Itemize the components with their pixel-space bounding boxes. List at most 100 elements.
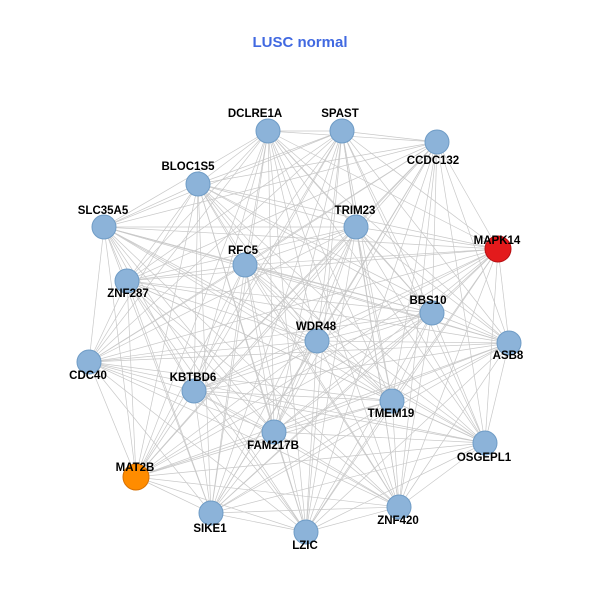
edge [135, 130, 269, 478]
edge [305, 442, 486, 533]
edge [210, 442, 486, 514]
edge [355, 226, 499, 250]
edges-layer [88, 130, 510, 533]
node-dclre1a [255, 118, 281, 144]
edge [398, 442, 486, 508]
edge [197, 183, 307, 533]
node-label-dclre1a: DCLRE1A [228, 108, 282, 120]
edge [135, 226, 357, 478]
edge [341, 130, 433, 314]
node-asb8 [496, 330, 522, 356]
edge [126, 280, 137, 478]
edge [398, 312, 433, 508]
edge [88, 361, 486, 444]
edge [244, 130, 343, 266]
edge [244, 264, 433, 314]
edge [126, 280, 400, 508]
edge [88, 361, 212, 514]
edge [126, 130, 343, 282]
edge [431, 312, 510, 344]
edge [244, 264, 486, 444]
edge [197, 183, 246, 266]
node-bloc1s5 [185, 171, 211, 197]
edge [88, 312, 433, 363]
node-label-tmem19: TMEM19 [368, 408, 415, 420]
edge [103, 141, 438, 228]
edge [210, 512, 307, 533]
edge [497, 248, 510, 344]
edge [273, 342, 510, 433]
edge [197, 183, 393, 402]
edge [305, 506, 400, 533]
edge [103, 130, 343, 228]
edge [88, 340, 318, 363]
edge [197, 130, 269, 185]
edge [210, 226, 357, 514]
edge [210, 312, 433, 514]
edge [210, 342, 510, 514]
edge [391, 400, 400, 508]
node-label-bbs10: BBS10 [409, 295, 446, 307]
edge [126, 280, 307, 533]
edge [244, 264, 400, 508]
edge [135, 476, 307, 533]
edge [484, 342, 510, 444]
edge [126, 183, 199, 282]
edge [126, 280, 212, 514]
node-label-cdc40: CDC40 [69, 370, 107, 382]
edge [391, 312, 433, 402]
edge [135, 130, 343, 478]
node-mat2b [122, 463, 150, 491]
edge [135, 248, 499, 478]
edge [103, 226, 510, 344]
node-label-bloc1s5: BLOC1S5 [161, 161, 215, 173]
node-fam217b [261, 419, 287, 445]
edge [341, 130, 438, 143]
edge [103, 226, 393, 402]
edge [88, 361, 393, 402]
node-cdc40 [76, 349, 102, 375]
node-slc35a5 [91, 214, 117, 240]
edge [126, 280, 275, 433]
edge [135, 476, 212, 514]
edge [436, 141, 510, 344]
edge [135, 141, 438, 478]
edge [88, 361, 195, 392]
node-ccdc132 [424, 129, 450, 155]
edge [88, 130, 343, 363]
edge [391, 248, 499, 402]
edge [210, 431, 275, 514]
node-rfc5 [232, 252, 258, 278]
node-label-trim23: TRIM23 [335, 205, 376, 217]
edge [197, 183, 318, 342]
node-tmem19 [379, 388, 405, 414]
node-label-kbtbd6: KBTBD6 [170, 372, 217, 384]
edge [88, 361, 307, 533]
edge [103, 226, 137, 478]
edge [126, 264, 246, 282]
edge [126, 248, 499, 282]
nodes-layer [76, 118, 522, 545]
edge [316, 340, 400, 508]
node-label-mat2b: MAT2B [116, 462, 155, 474]
edge [305, 248, 499, 533]
node-spast [329, 118, 355, 144]
edge [88, 361, 137, 478]
edge [103, 183, 199, 228]
edge [135, 264, 246, 478]
node-znf420 [386, 494, 412, 520]
edge [126, 141, 438, 282]
node-wdr48 [304, 328, 330, 354]
edge [126, 280, 318, 342]
edge [88, 264, 246, 363]
node-osgepl1 [472, 430, 498, 456]
edge [88, 342, 510, 363]
edge [88, 248, 499, 363]
edge [193, 264, 246, 392]
edge [273, 312, 433, 433]
edge [135, 442, 486, 478]
edge [273, 340, 318, 433]
edge [436, 141, 499, 250]
